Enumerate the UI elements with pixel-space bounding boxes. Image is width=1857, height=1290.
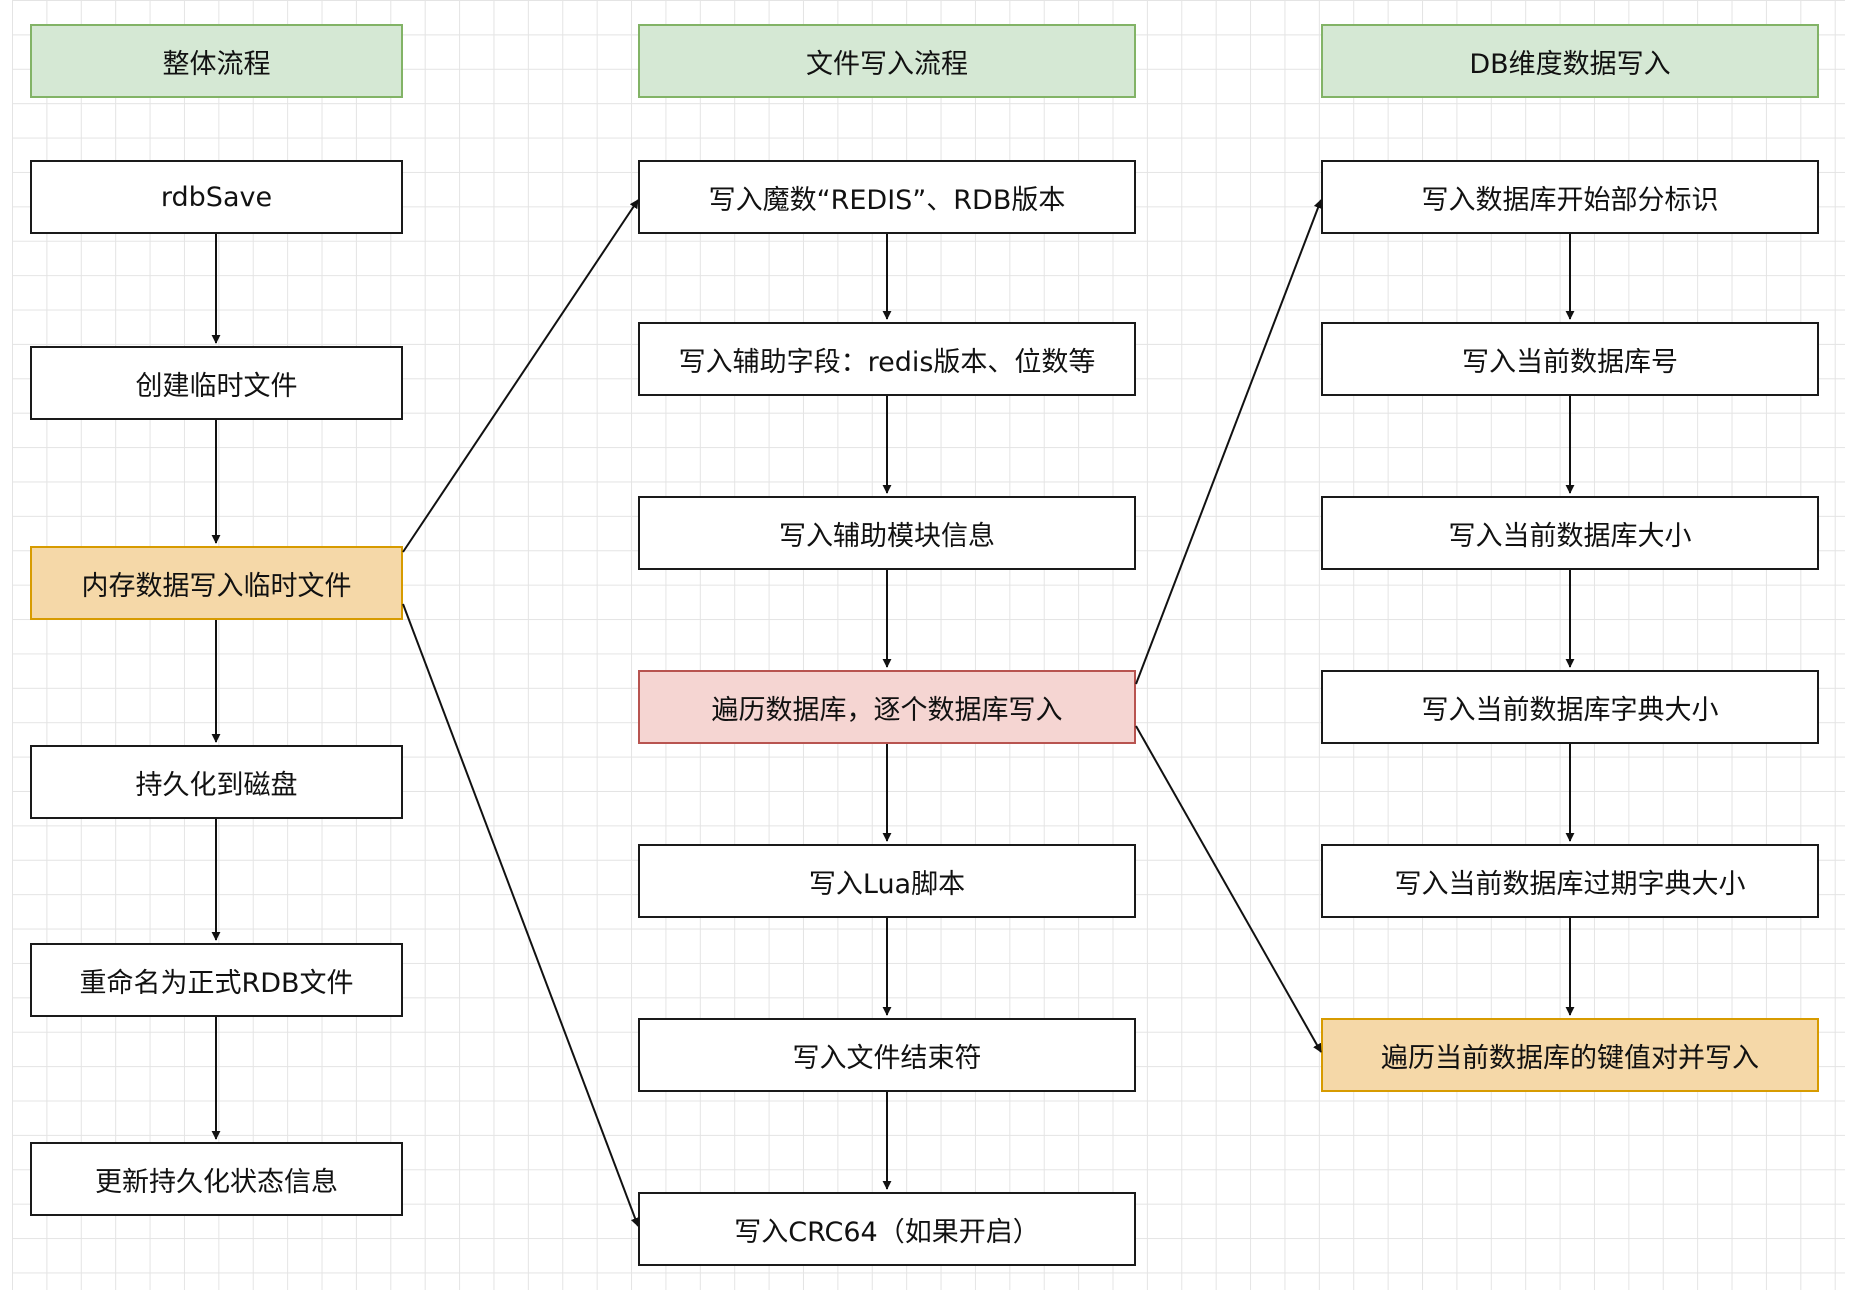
step-label: 写入当前数据库大小 (1448, 520, 1692, 552)
step-label: 写入当前数据库字典大小 (1421, 694, 1719, 726)
column-header-overall-flow: 整体流程 (30, 24, 403, 98)
column-header-label: 整体流程 (162, 48, 271, 80)
step-label: rdbSave (160, 181, 273, 213)
step-write-aux-fields[interactable]: 写入辅助字段：redis版本、位数等 (638, 322, 1136, 396)
step-iterate-databases[interactable]: 遍历数据库，逐个数据库写入 (638, 670, 1136, 744)
step-label: 写入辅助模块信息 (779, 520, 995, 552)
step-label: 写入Lua脚本 (808, 868, 966, 900)
arrow-expand-to-db-write-end (1135, 725, 1322, 1053)
arrow-expand-to-db-write-start (1135, 199, 1323, 685)
step-label: 写入CRC64（如果开启） (734, 1216, 1040, 1248)
step-label: 写入当前数据库过期字典大小 (1394, 868, 1746, 900)
step-label: 内存数据写入临时文件 (81, 570, 352, 602)
column-header-label: 文件写入流程 (806, 48, 968, 80)
step-label: 遍历数据库，逐个数据库写入 (711, 694, 1063, 726)
step-write-aux-module-info[interactable]: 写入辅助模块信息 (638, 496, 1136, 570)
step-label: 写入当前数据库号 (1462, 346, 1678, 378)
step-label: 写入数据库开始部分标识 (1421, 184, 1719, 216)
step-write-crc64[interactable]: 写入CRC64（如果开启） (638, 1192, 1136, 1266)
step-rdbsave[interactable]: rdbSave (30, 160, 403, 234)
step-write-db-size[interactable]: 写入当前数据库大小 (1321, 496, 1819, 570)
step-label: 重命名为正式RDB文件 (79, 967, 354, 999)
column-header-db-data-write: DB维度数据写入 (1321, 24, 1819, 98)
step-rename-to-rdb-file[interactable]: 重命名为正式RDB文件 (30, 943, 403, 1017)
step-label: 更新持久化状态信息 (95, 1166, 338, 1198)
step-iterate-key-values[interactable]: 遍历当前数据库的键值对并写入 (1321, 1018, 1819, 1092)
column-header-label: DB维度数据写入 (1469, 48, 1671, 80)
step-write-db-start-marker[interactable]: 写入数据库开始部分标识 (1321, 160, 1819, 234)
step-label: 写入文件结束符 (792, 1042, 982, 1074)
step-update-persistence-status[interactable]: 更新持久化状态信息 (30, 1142, 403, 1216)
step-label: 写入魔数“REDIS”、RDB版本 (708, 184, 1066, 216)
step-persist-to-disk[interactable]: 持久化到磁盘 (30, 745, 403, 819)
arrow-expand-to-file-write-end (402, 603, 640, 1227)
step-label: 遍历当前数据库的键值对并写入 (1381, 1042, 1759, 1074)
step-write-expires-dict-size[interactable]: 写入当前数据库过期字典大小 (1321, 844, 1819, 918)
step-write-magic-and-version[interactable]: 写入魔数“REDIS”、RDB版本 (638, 160, 1136, 234)
step-write-eof[interactable]: 写入文件结束符 (638, 1018, 1136, 1092)
step-write-memory-to-temp-file[interactable]: 内存数据写入临时文件 (30, 546, 403, 620)
column-header-file-write-flow: 文件写入流程 (638, 24, 1136, 98)
step-write-dict-size[interactable]: 写入当前数据库字典大小 (1321, 670, 1819, 744)
step-write-lua-scripts[interactable]: 写入Lua脚本 (638, 844, 1136, 918)
step-create-temp-file[interactable]: 创建临时文件 (30, 346, 403, 420)
step-label: 写入辅助字段：redis版本、位数等 (678, 346, 1096, 378)
step-label: 创建临时文件 (135, 370, 298, 402)
arrow-expand-to-file-write-start (402, 199, 639, 553)
step-label: 持久化到磁盘 (135, 769, 298, 801)
step-write-db-number[interactable]: 写入当前数据库号 (1321, 322, 1819, 396)
